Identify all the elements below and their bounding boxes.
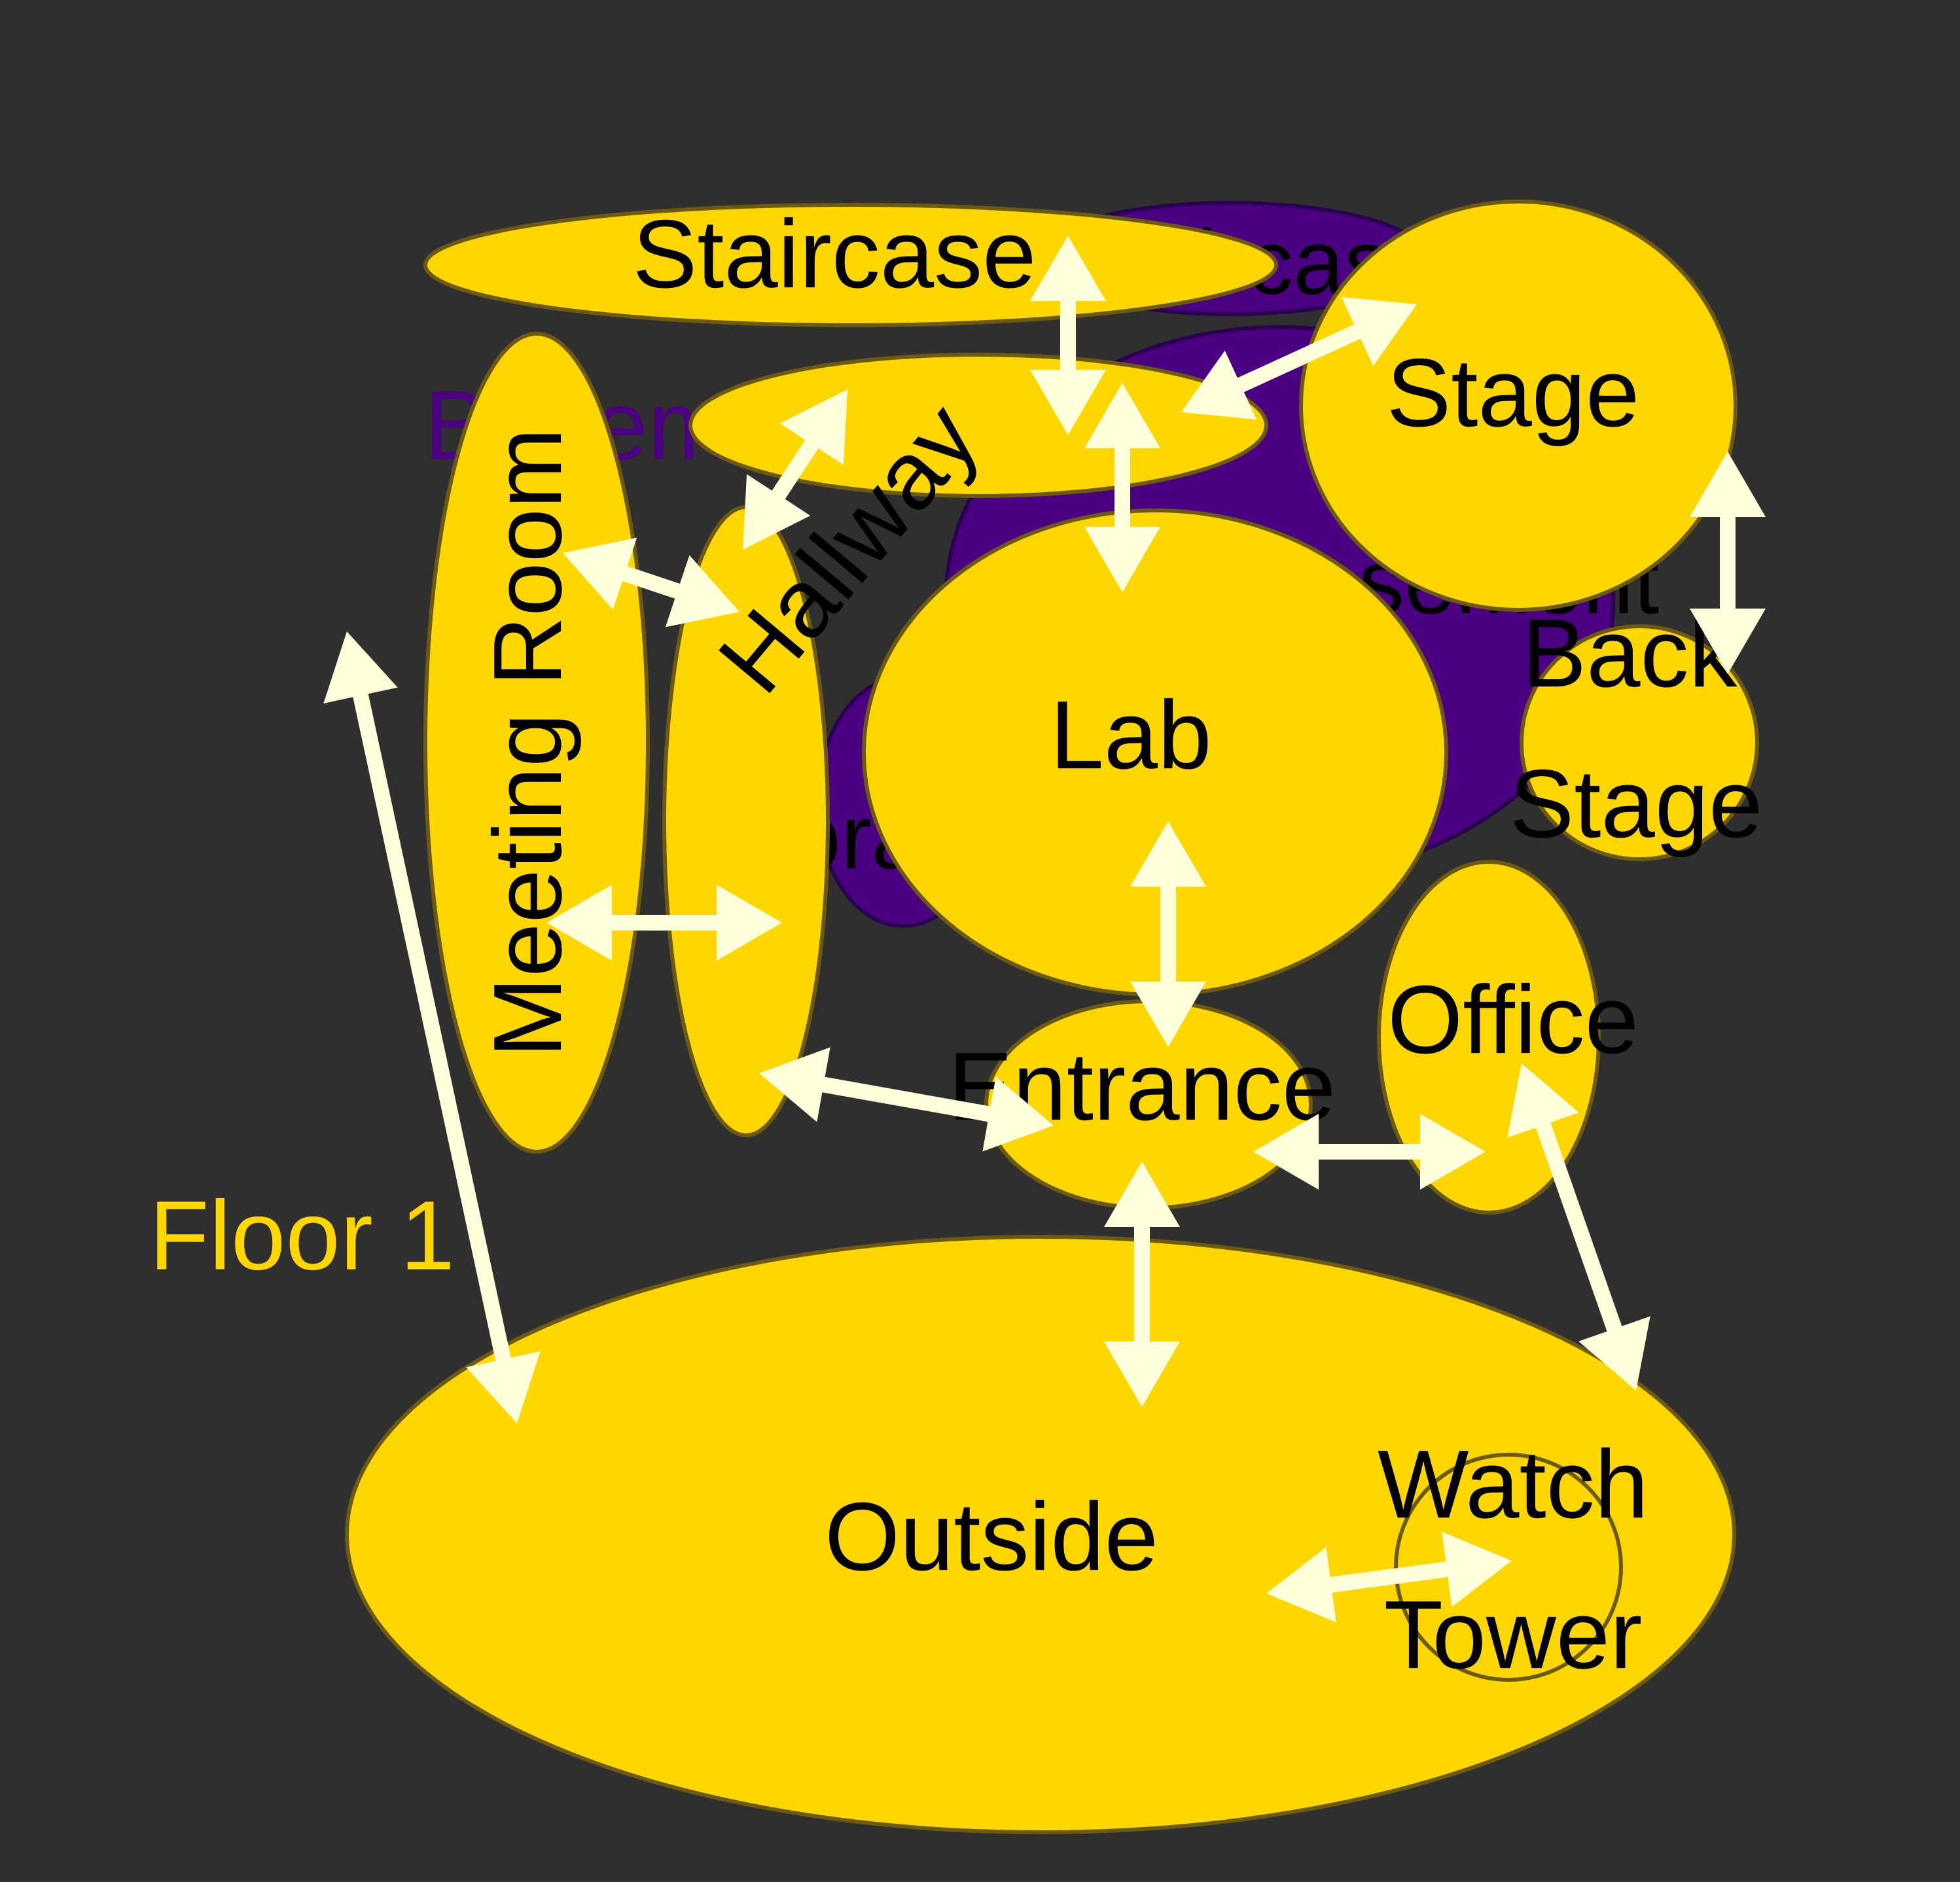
floor1-layer: Staircase Meeting Room Hallway Lab Stage…	[345, 200, 1763, 1834]
connection-arrow-hallway-entrance	[759, 1047, 1054, 1152]
connection-arrow-meeting-room-outside	[323, 631, 541, 1423]
floor1-label: Floor 1	[149, 1181, 455, 1290]
connection-arrows	[323, 236, 1766, 1623]
connection-arrow-entrance-outside	[1104, 1162, 1180, 1407]
connection-arrow-meeting-room-hallway	[563, 537, 739, 628]
connection-arrow-hallway-stage	[1084, 383, 1160, 592]
lab-label: Lab	[1050, 681, 1212, 789]
staircase-label: Staircase	[633, 200, 1037, 308]
back-stage-room	[1520, 624, 1759, 861]
watch-tower-label-line1: Watch	[1378, 1430, 1648, 1538]
connection-arrow-office-outside	[1507, 1063, 1650, 1391]
office-label: Office	[1387, 966, 1639, 1074]
connection-arrow-staircase-hallway	[1030, 236, 1106, 435]
connection-arrow-entrance-office	[1253, 1114, 1486, 1190]
outside-area	[345, 1235, 1736, 1834]
connection-arrow-hallway-lab	[1181, 296, 1417, 420]
connection-arrow-stage-back-stage	[1690, 452, 1766, 674]
outside-label: Outside	[825, 1483, 1158, 1591]
watch-tower-room	[1394, 1453, 1623, 1682]
connection-arrow-hallway-meeting-room	[743, 389, 847, 550]
stage-label: Stage	[1387, 339, 1640, 447]
back-stage-label-line2: Stage	[1510, 750, 1763, 858]
meeting-room-label: Meeting Room	[474, 428, 582, 1057]
connection-arrow-lab-entrance	[1130, 821, 1206, 1047]
connection-arrow-meeting-room-hallway	[546, 885, 782, 961]
connection-arrow-outside-watch-tower	[1266, 1531, 1512, 1623]
watch-tower-label-line2: Tower	[1384, 1581, 1643, 1689]
